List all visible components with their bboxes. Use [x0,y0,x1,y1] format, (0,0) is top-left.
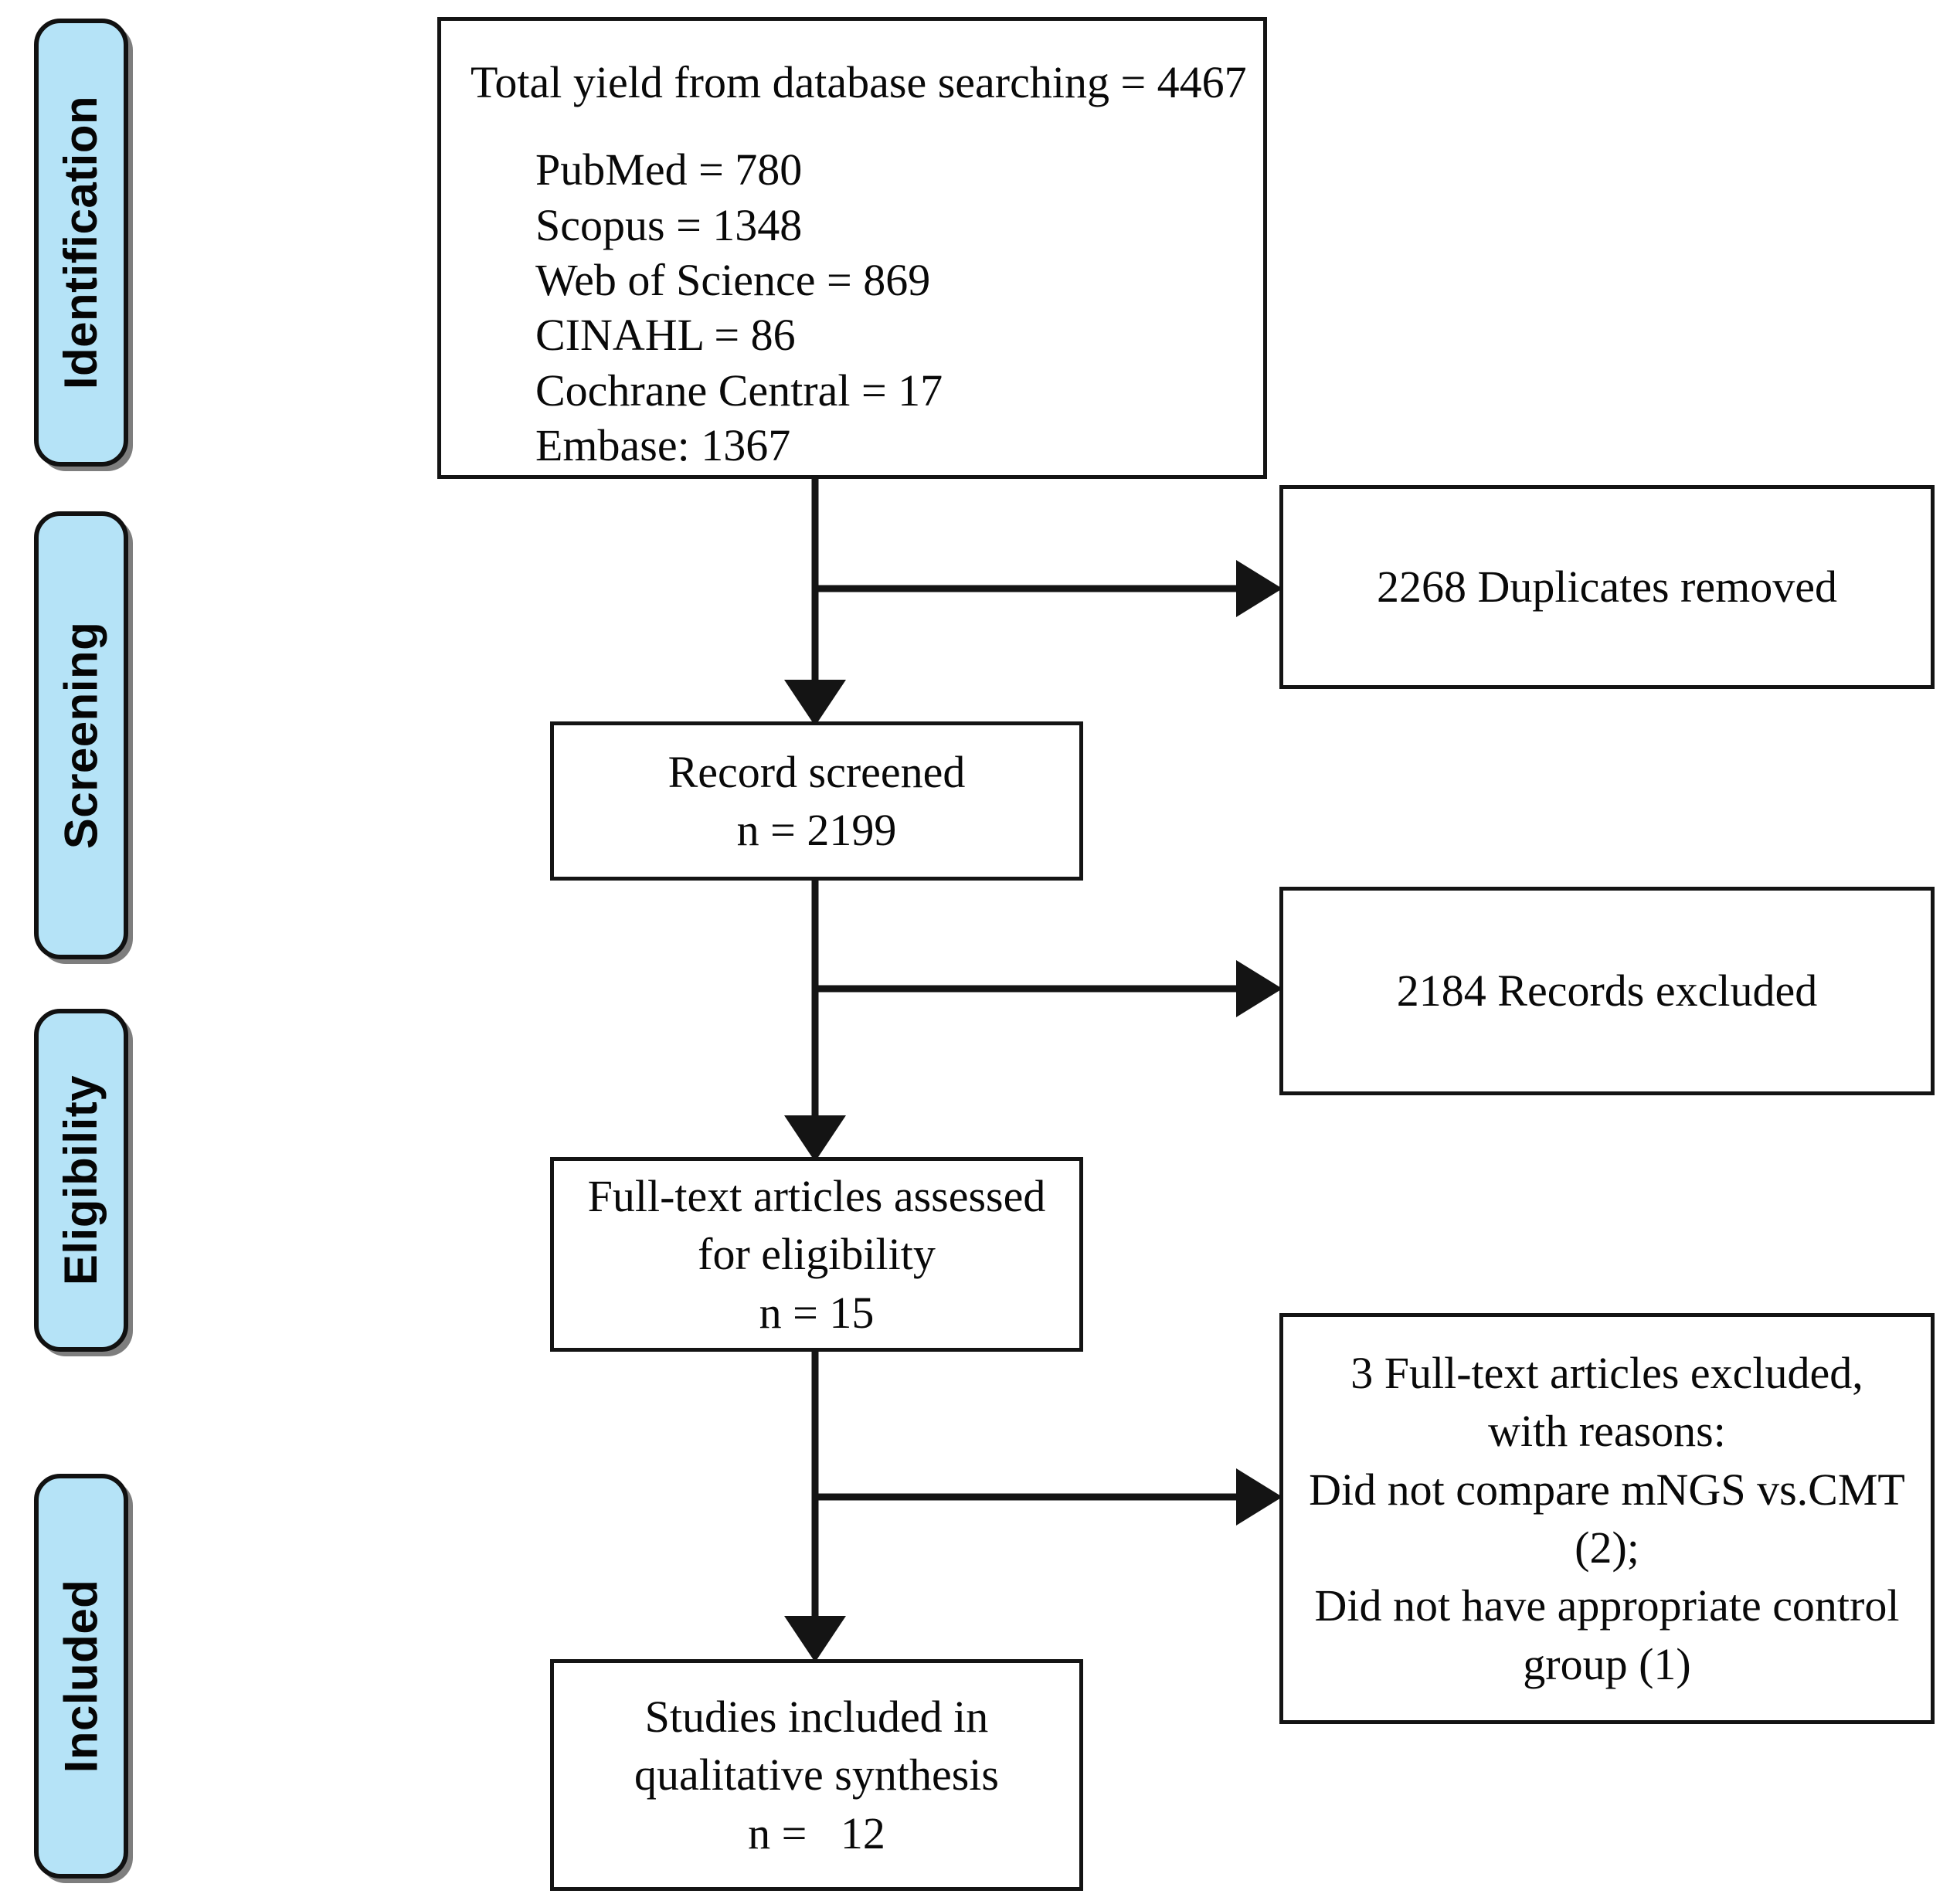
source-web-of-science: Web of Science = 869 [535,255,931,306]
source-cochrane-central: Cochrane Central = 17 [535,365,943,416]
studies-included-line2: qualitative synthesis [634,1750,999,1800]
fulltext-excluded-reason-1-count: (2); [1575,1522,1639,1573]
identification-box: Total yield from database searching = 44… [437,17,1267,479]
phase-included[interactable]: Included [34,1474,128,1879]
duplicates-removed-box: 2268 Duplicates removed [1279,485,1935,689]
fulltext-excluded-line1: 3 Full-text articles excluded, [1350,1347,1863,1398]
phase-screening[interactable]: Screening [34,511,128,959]
source-embase: Embase: 1367 [535,420,791,471]
fulltext-excluded-reason-2: Did not have appropriate control [1314,1580,1900,1631]
identification-spacer [441,111,1263,142]
source-cinahl: CINAHL = 86 [535,310,796,361]
phase-identification[interactable]: Identification [34,19,128,467]
duplicates-removed-text: 2268 Duplicates removed [1377,562,1837,613]
source-pubmed: PubMed = 780 [535,144,803,195]
phase-eligibility[interactable]: Eligibility [34,1009,128,1352]
records-excluded-text: 2184 Records excluded [1396,966,1818,1016]
fulltext-excluded-box: 3 Full-text articles excluded, with reas… [1279,1313,1935,1724]
phase-included-label: Included [55,1579,107,1773]
connector-identification-to-screened [784,479,1282,726]
records-screened-box: Record screened n = 2199 [550,721,1083,881]
fulltext-excluded-reason-2-count: group (1) [1523,1638,1691,1689]
fulltext-assessed-line1: Full-text articles assessed [587,1170,1046,1221]
studies-included-box: Studies included in qualitative synthesi… [550,1659,1083,1891]
records-screened-count: n = 2199 [736,805,897,855]
records-excluded-box: 2184 Records excluded [1279,887,1935,1095]
identification-headline: Total yield from database searching = 44… [471,57,1247,107]
identification-source-list: PubMed = 780 Scopus = 1348 Web of Scienc… [535,142,1263,473]
studies-included-count: n = 12 [748,1807,885,1858]
source-scopus: Scopus = 1348 [535,199,803,250]
fulltext-assessed-count: n = 15 [759,1287,875,1338]
fulltext-excluded-reason-1: Did not compare mNGS vs.CMT [1309,1464,1905,1515]
connector-fulltext-to-included [784,1350,1282,1662]
phase-identification-label: Identification [55,95,107,390]
phase-eligibility-label: Eligibility [55,1074,107,1286]
fulltext-assessed-box: Full-text articles assessed for eligibil… [550,1157,1083,1352]
fulltext-excluded-line2: with reasons: [1488,1406,1726,1457]
records-screened-label: Record screened [668,746,966,797]
fulltext-assessed-line2: for eligibility [698,1229,936,1280]
phase-screening-label: Screening [55,621,107,850]
studies-included-line1: Studies included in [644,1691,989,1742]
connector-screened-to-fulltext [784,879,1282,1162]
